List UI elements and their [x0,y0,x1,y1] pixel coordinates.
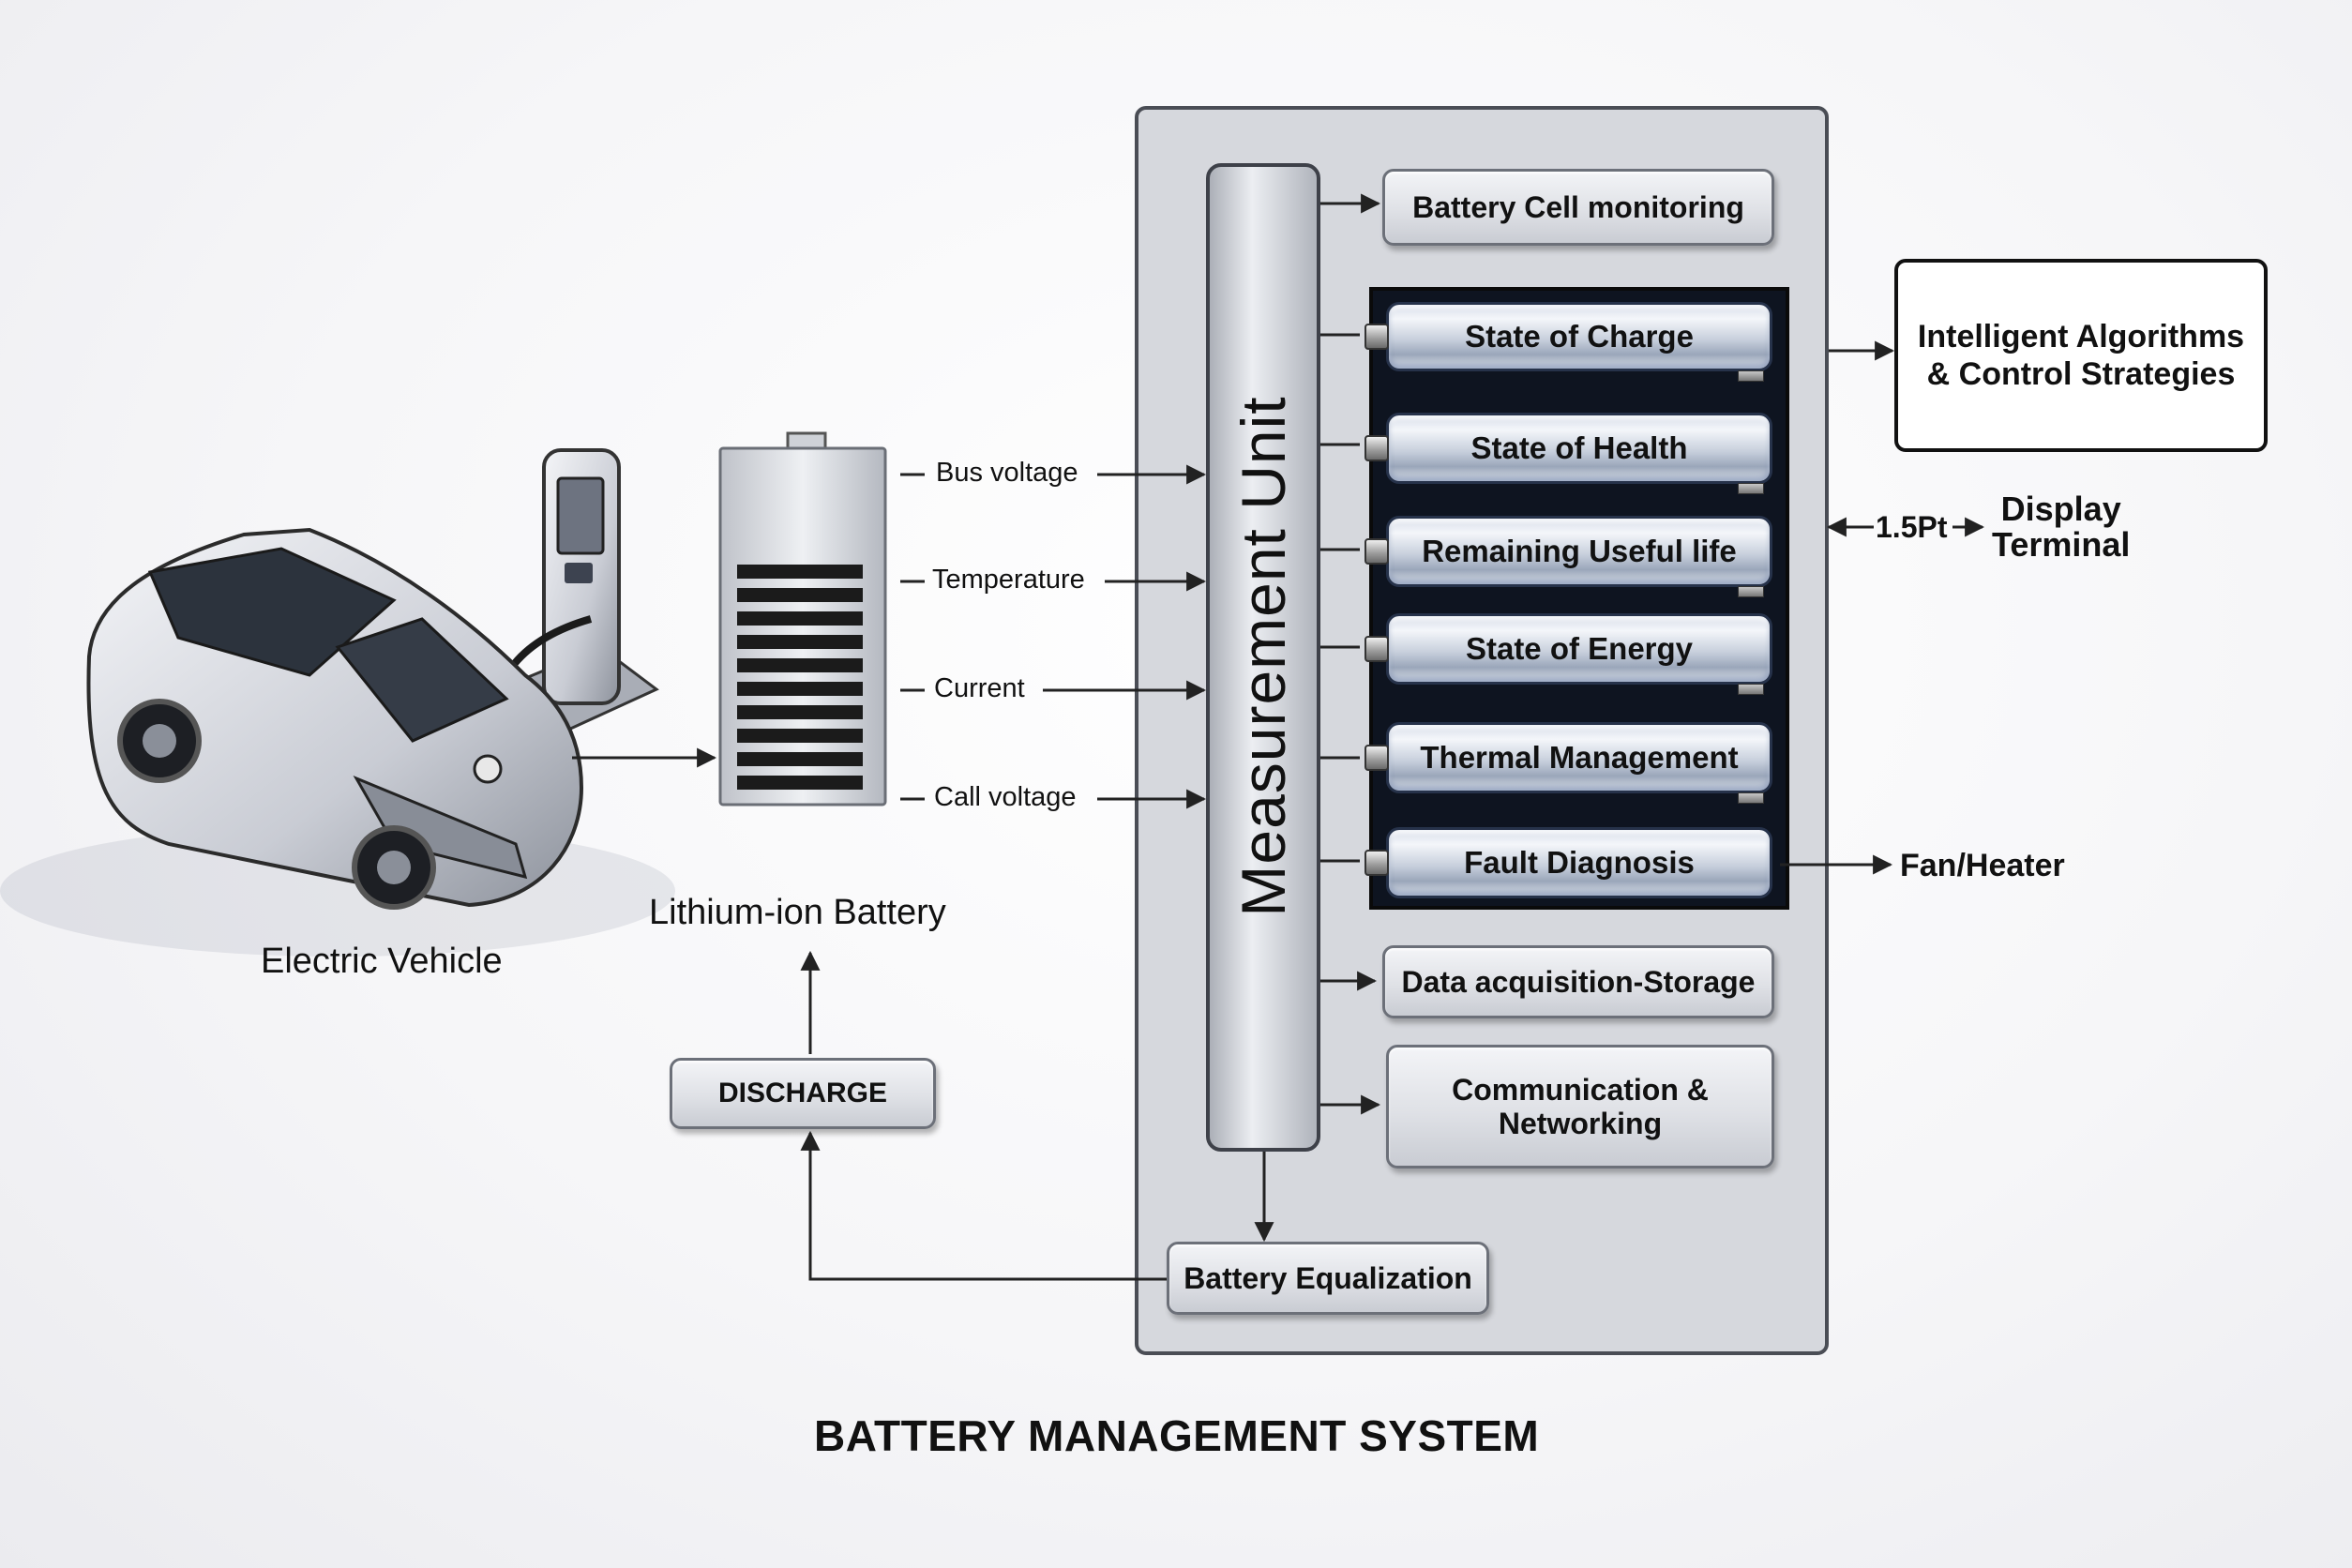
battery-equalization-label: Battery Equalization [1184,1260,1472,1295]
cell-state-of-health-label: State of Health [1470,430,1688,465]
display-arrow-label: 1.5Pt [1876,510,1948,544]
car-icon [86,527,584,910]
battery-equalization-box: Battery Equalization [1167,1242,1489,1315]
measurement-unit-column [1206,163,1320,1152]
module-battery-cell-monitoring-label: Battery Cell monitoring [1412,189,1744,224]
cell-connector-icon [1738,483,1764,494]
cell-terminal-icon [1364,850,1389,876]
cell-connector-icon [1738,684,1764,695]
cell-terminal-icon [1364,435,1389,461]
module-communication-label-line1: Communication & [1452,1073,1709,1107]
intelligent-algorithms-label-line2: & Control Strategies [1926,356,2236,392]
lithium-ion-battery-icon [718,431,887,807]
display-terminal-label-line1: Display [2000,490,2121,528]
signal-temperature: Temperature [932,565,1085,595]
cell-remaining-useful-life-label: Remaining Useful life [1422,534,1737,568]
cell-terminal-icon [1364,745,1389,771]
cell-fault-diagnosis: Fault Diagnosis [1364,827,1772,898]
display-terminal-label: Display Terminal [1992,491,2130,563]
display-terminal-label-line2: Terminal [1992,525,2131,564]
fan-heater-label: Fan/Heater [1900,848,2065,883]
page-title: BATTERY MANAGEMENT SYSTEM [814,1411,1540,1460]
signal-current: Current [934,673,1025,703]
cell-rack [1369,287,1789,910]
discharge-label: DISCHARGE [717,1078,887,1108]
cell-terminal-icon [1364,636,1389,662]
cell-connector-icon [1738,792,1764,804]
cell-thermal-management: Thermal Management [1364,722,1772,804]
cell-terminal-icon [1364,324,1389,350]
module-data-acquisition-storage: Data acquisition-Storage [1382,945,1774,1018]
cell-state-of-health: State of Health [1364,413,1772,494]
cell-connector-icon [1738,370,1764,382]
cell-state-of-energy-label: State of Energy [1465,631,1694,666]
cell-terminal-icon [1364,538,1389,565]
module-battery-cell-monitoring: Battery Cell monitoring [1382,169,1774,246]
cell-thermal-management-label: Thermal Management [1420,740,1739,775]
measurement-unit-label: Measurement Unit [1229,396,1298,917]
battery-label: Lithium-ion Battery [649,893,946,932]
cell-state-of-charge-label: State of Charge [1465,319,1694,354]
cell-state-of-charge: State of Charge [1364,302,1772,382]
cell-connector-icon [1738,586,1764,597]
signal-call-voltage: Call voltage [934,782,1077,812]
cell-fault-diagnosis-label: Fault Diagnosis [1464,845,1695,880]
intelligent-algorithms-box: Intelligent Algorithms & Control Strateg… [1894,259,2268,452]
cell-remaining-useful-life: Remaining Useful life [1364,516,1772,597]
module-communication-networking: Communication & Networking [1386,1045,1774,1168]
discharge-box: DISCHARGE [670,1058,936,1129]
cell-state-of-energy: State of Energy [1364,613,1772,695]
electric-vehicle-label: Electric Vehicle [261,942,503,981]
signal-bus-voltage: Bus voltage [936,458,1078,488]
module-data-acquisition-storage-label: Data acquisition-Storage [1401,964,1756,999]
intelligent-algorithms-label-line1: Intelligent Algorithms [1917,319,2245,354]
module-communication-label-line2: Networking [1498,1107,1663,1140]
